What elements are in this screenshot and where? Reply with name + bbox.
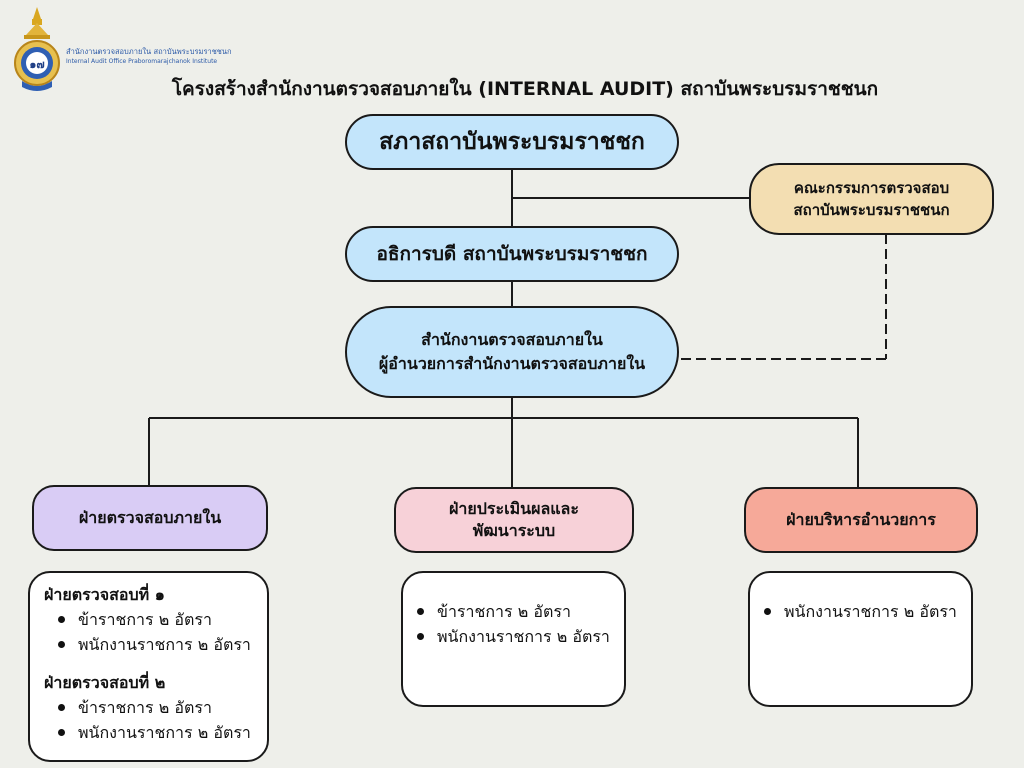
detail-internal-audit: ฝ่ายตรวจสอบที่ ๑ ข้าราชการ ๒ อัตรา พนักง… bbox=[28, 571, 269, 762]
node-audit-committee-line-1: คณะกรรมการตรวจสอบ bbox=[793, 179, 950, 197]
node-president-line: อธิการบดี สถาบันพระบรมราชชก bbox=[376, 243, 648, 265]
list-item: ข้าราชการ ๒ อัตรา bbox=[417, 599, 618, 624]
node-admin-division[interactable]: ฝ่ายบริหารอำนวยการ bbox=[744, 487, 978, 553]
detail-admin: พนักงานราชการ ๒ อัตรา bbox=[748, 571, 973, 707]
detail-evaluation: ข้าราชการ ๒ อัตรา พนักงานราชการ ๒ อัตรา bbox=[401, 571, 626, 707]
org-name-th: สำนักงานตรวจสอบภายใน สถาบันพระบรมราชชนก bbox=[66, 47, 232, 56]
org-name-en: Internal Audit Office Praboromarajchanok… bbox=[66, 58, 218, 65]
institute-logo: ๑๗ bbox=[12, 5, 62, 93]
node-evaluation-division-line-2: พัฒนาระบบ bbox=[472, 521, 556, 540]
detail-group-list-1: ข้าราชการ ๒ อัตรา พนักงานราชการ ๒ อัตรา bbox=[44, 607, 259, 657]
detail-evaluation-list: ข้าราชการ ๒ อัตรา พนักงานราชการ ๒ อัตรา bbox=[403, 599, 618, 649]
detail-group-title-2: ฝ่ายตรวจสอบที่ ๒ bbox=[44, 673, 166, 692]
page-title: โครงสร้างสำนักงานตรวจสอบภายใน (INTERNAL … bbox=[171, 78, 879, 100]
list-item: พนักงานราชการ ๒ อัตรา bbox=[58, 720, 259, 745]
node-evaluation-division[interactable]: ฝ่ายประเมินผลและ พัฒนาระบบ bbox=[394, 487, 634, 553]
node-audit-committee[interactable]: คณะกรรมการตรวจสอบ สถาบันพระบรมราชชนก bbox=[749, 163, 994, 235]
node-council[interactable]: สภาสถาบันพระบรมราชชก bbox=[345, 114, 679, 170]
list-item: ข้าราชการ ๒ อัตรา bbox=[58, 695, 259, 720]
node-president[interactable]: อธิการบดี สถาบันพระบรมราชชก bbox=[345, 226, 679, 282]
node-audit-committee-line-2: สถาบันพระบรมราชชนก bbox=[793, 201, 950, 219]
node-council-line: สภาสถาบันพระบรมราชชก bbox=[379, 129, 645, 155]
list-item: ข้าราชการ ๒ อัตรา bbox=[58, 607, 259, 632]
org-name-block: สำนักงานตรวจสอบภายใน สถาบันพระบรมราชชนก … bbox=[66, 47, 306, 66]
node-internal-audit-division[interactable]: ฝ่ายตรวจสอบภายใน bbox=[32, 485, 268, 551]
detail-group-list-2: ข้าราชการ ๒ อัตรา พนักงานราชการ ๒ อัตรา bbox=[44, 695, 259, 745]
node-internal-audit-division-line: ฝ่ายตรวจสอบภายใน bbox=[78, 507, 222, 527]
list-item: พนักงานราชการ ๒ อัตรา bbox=[764, 599, 967, 624]
node-audit-office-line-1: สำนักงานตรวจสอบภายใน bbox=[421, 330, 603, 349]
node-audit-office[interactable]: สำนักงานตรวจสอบภายใน ผู้อำนวยการสำนักงาน… bbox=[345, 306, 679, 398]
node-evaluation-division-line-1: ฝ่ายประเมินผลและ bbox=[449, 499, 579, 518]
list-item: พนักงานราชการ ๒ อัตรา bbox=[417, 624, 618, 649]
node-audit-office-line-2: ผู้อำนวยการสำนักงานตรวจสอบภายใน bbox=[378, 354, 646, 373]
logo-emblem-icon bbox=[14, 7, 60, 91]
logo-text: ๑๗ bbox=[29, 58, 45, 71]
node-admin-division-line: ฝ่ายบริหารอำนวยการ bbox=[786, 509, 936, 529]
list-item: พนักงานราชการ ๒ อัตรา bbox=[58, 632, 259, 657]
detail-group-title-1: ฝ่ายตรวจสอบที่ ๑ bbox=[44, 585, 165, 604]
detail-admin-list: พนักงานราชการ ๒ อัตรา bbox=[750, 599, 967, 624]
